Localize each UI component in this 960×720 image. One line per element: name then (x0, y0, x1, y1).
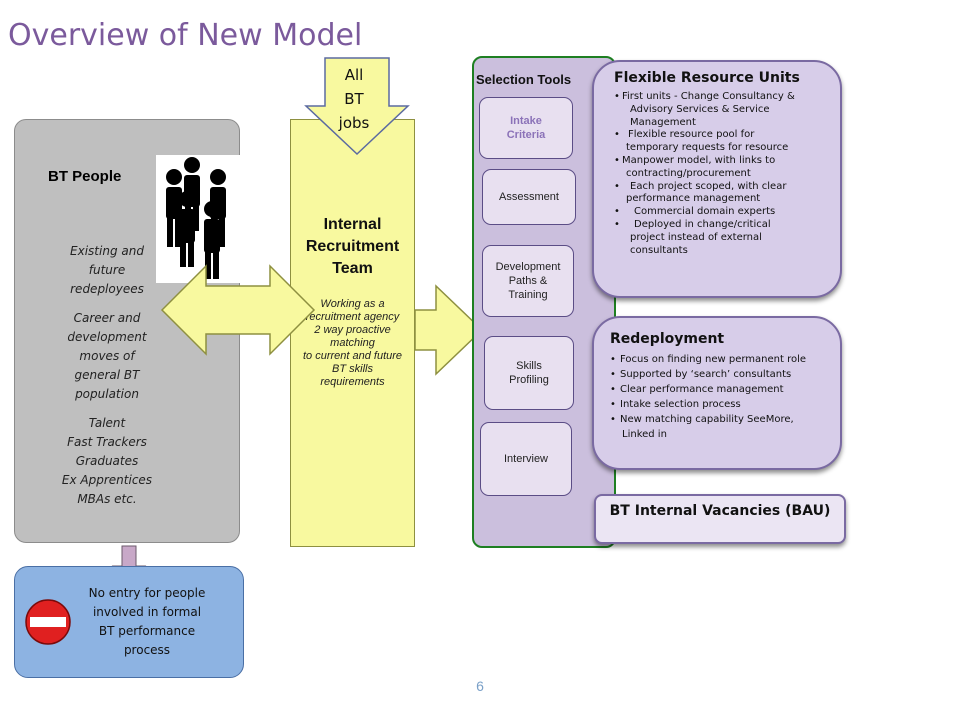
selection-tools-title: Selection Tools (476, 72, 572, 87)
page-title: Overview of New Model (8, 18, 363, 53)
flexible-resource-units-list: •First units - Change Consultancy &Advis… (614, 91, 795, 257)
right-arrow-icon (414, 284, 484, 376)
all-bt-jobs-label: All BT jobs (338, 66, 370, 132)
redeployment-list: •Focus on finding new permanent role •Su… (610, 352, 806, 442)
list-item: •First units - Change Consultancy &Advis… (614, 91, 795, 128)
list-item: •Commercial domain experts (614, 206, 776, 218)
redeployment-card: Redeployment •Focus on finding new perma… (592, 316, 842, 470)
list-item: •Focus on finding new permanent role (610, 354, 807, 365)
bt-people-heading: BT People (48, 168, 122, 185)
down-arrow-all-jobs-icon (304, 57, 410, 156)
list-item: •Clear performance management (610, 384, 784, 395)
existing-redeployees-text: Existing and future redeployees (70, 244, 144, 296)
flexible-resource-units-card: Flexible Resource Units •First units - C… (592, 60, 842, 298)
page-number: 6 (476, 678, 484, 694)
recruitment-team-panel (290, 119, 415, 547)
redeployment-title: Redeployment (610, 331, 725, 347)
career-moves-text: Career and development moves of general … (67, 311, 147, 401)
people-group-icon (156, 155, 240, 283)
recruitment-team-description: Working as a recruitment agency 2 way pr… (302, 298, 403, 388)
no-entry-text: No entry for people involved in formal B… (88, 586, 206, 657)
list-item: •Intake selection process (610, 399, 741, 410)
list-item: •Supported by ‘search’ consultants (610, 369, 792, 380)
recruitment-team-title: Internal Recruitment Team (305, 216, 400, 277)
bau-vacancies-box (594, 494, 846, 544)
tool-interview: Interview (480, 422, 572, 496)
talent-groups-text: Talent Fast Trackers Graduates Ex Appren… (61, 416, 153, 506)
list-item: •New matching capability SeeMore,Linked … (610, 414, 794, 440)
double-arrow-icon (160, 264, 316, 356)
tool-assessment: Assessment (482, 169, 576, 225)
flexible-resource-units-title: Flexible Resource Units (614, 70, 800, 86)
no-entry-icon (25, 599, 71, 645)
bau-vacancies-label: BT Internal Vacancies (BAU) (609, 503, 831, 519)
